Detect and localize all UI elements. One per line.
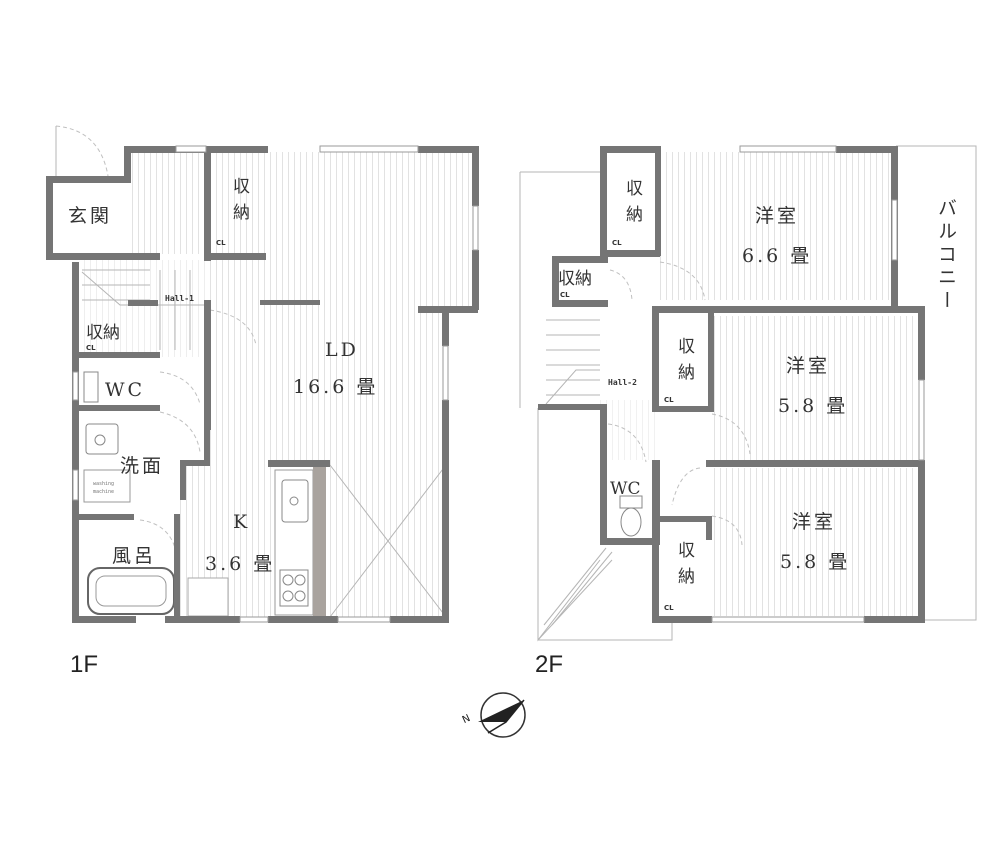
room-k-size: 3.6 畳: [205, 553, 275, 575]
north-compass: N: [461, 692, 526, 738]
storage-top-cl: CL: [216, 239, 226, 247]
north-label: N: [461, 713, 472, 726]
storage-a-label-2: 納: [626, 205, 643, 225]
floor-2f-label: 2F: [535, 651, 563, 678]
storage-left-label: 収納: [86, 323, 120, 343]
floor-2f: 収 納 CL 洋室 6.6 畳 収納 CL Hall-2 収 納 CL 洋室 5…: [519, 145, 977, 678]
storage-c-label-2: 納: [678, 363, 695, 383]
room-1-name: 洋室: [755, 205, 799, 227]
hall-1-label: Hall-1: [165, 294, 194, 303]
room-wc-label: WC: [105, 379, 145, 401]
storage-top-label-2: 納: [233, 203, 250, 223]
storage-a-cl: CL: [612, 239, 622, 247]
washing-machine-label-1: washing: [93, 481, 114, 487]
room-wc-2f-label: WC: [610, 479, 640, 499]
washing-machine-label-2: machine: [93, 489, 114, 495]
storage-d-label: 収: [678, 541, 695, 561]
floor-1f: 玄関 収 納 CL Hall-1 収納 CL WC 洗面 washing mac…: [46, 125, 479, 678]
room-ld-size: 16.6 畳: [293, 376, 378, 398]
storage-b-label: 収納: [558, 269, 592, 289]
storage-left-cl: CL: [86, 344, 96, 352]
floor-1f-label: 1F: [70, 651, 98, 678]
storage-d-cl: CL: [664, 604, 674, 612]
storage-a-label: 収: [626, 179, 643, 199]
room-bath-label: 風呂: [112, 545, 156, 567]
room-k-name: K: [233, 511, 250, 533]
balcony-label: バルコニー: [935, 198, 957, 313]
room-3-name: 洋室: [792, 511, 836, 533]
storage-d-label-2: 納: [678, 567, 695, 587]
room-2-name: 洋室: [786, 355, 830, 377]
walls-1f: [46, 146, 479, 623]
stairs-1f: [81, 269, 205, 350]
storage-b-cl: CL: [560, 291, 570, 299]
storage-top-label: 収: [233, 177, 250, 197]
room-1-size: 6.6 畳: [742, 245, 812, 267]
storage-c-cl: CL: [664, 396, 674, 404]
storage-c-label: 収: [678, 337, 695, 357]
room-ld-name: LD: [325, 339, 359, 361]
room-washroom-label: 洗面: [120, 455, 164, 477]
room-3-size: 5.8 畳: [780, 551, 850, 573]
hall-2-label: Hall-2: [608, 378, 637, 387]
room-2-size: 5.8 畳: [778, 395, 848, 417]
stairs-2f: [545, 319, 600, 405]
room-genkan-label: 玄関: [68, 205, 112, 227]
